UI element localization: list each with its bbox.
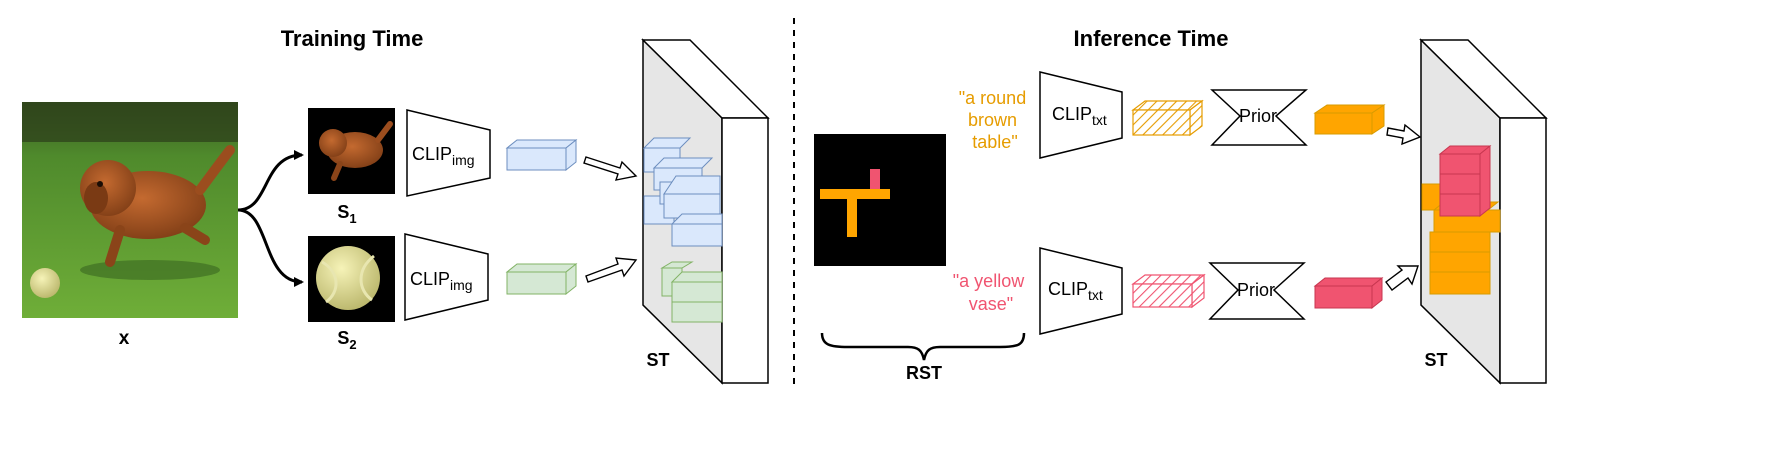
image-embedding-blue bbox=[505, 138, 578, 172]
image-embedding-green bbox=[505, 262, 578, 296]
image-embedding-orange bbox=[1313, 104, 1386, 135]
text-embedding-hatched-pink bbox=[1131, 273, 1206, 309]
inference-st-embedding-stack-pink bbox=[1438, 144, 1492, 218]
svg-text:CLIPtxt: CLIPtxt bbox=[1052, 104, 1107, 128]
hollow-arrow-to-st-2 bbox=[585, 257, 638, 283]
split-arrows bbox=[237, 150, 304, 287]
segment-s2-label: S2 bbox=[337, 328, 356, 352]
clip-txt-encoder-1: CLIPtxt bbox=[1039, 71, 1123, 159]
rst-label: RST bbox=[906, 363, 942, 383]
training-st-embedding-stack-green bbox=[660, 261, 723, 323]
input-label-x: x bbox=[119, 328, 130, 349]
prior-block-2: Prior bbox=[1208, 262, 1306, 320]
prompt-round-brown-table: "a round brown table" bbox=[959, 88, 1031, 152]
training-time-title: Training Time bbox=[281, 26, 424, 51]
hollow-arrow-to-st-1 bbox=[583, 156, 638, 181]
hollow-arrow-to-inference-st-1 bbox=[1386, 123, 1422, 146]
inference-st-label: ST bbox=[1424, 350, 1447, 370]
training-st-embedding-stack-blue bbox=[642, 137, 723, 247]
inference-time-title: Inference Time bbox=[1074, 26, 1229, 51]
rst-brace bbox=[820, 332, 1026, 361]
segment-s2-image bbox=[308, 236, 395, 322]
input-image-dog-photo bbox=[22, 102, 238, 318]
svg-text:Prior: Prior bbox=[1239, 106, 1277, 126]
segment-s1-image bbox=[308, 108, 395, 194]
training-st-label: ST bbox=[646, 350, 669, 370]
inference-st-block bbox=[1419, 38, 1548, 385]
svg-text:CLIPtxt: CLIPtxt bbox=[1048, 279, 1103, 303]
svg-text:Prior: Prior bbox=[1237, 280, 1275, 300]
text-embedding-hatched-orange bbox=[1131, 99, 1204, 137]
svg-text:CLIPimg: CLIPimg bbox=[410, 269, 473, 293]
rst-image bbox=[814, 134, 946, 266]
image-embedding-pink bbox=[1313, 276, 1384, 310]
svg-text:CLIPimg: CLIPimg bbox=[412, 144, 475, 168]
clip-img-encoder-1: CLIPimg bbox=[406, 109, 491, 197]
prompt-yellow-vase: "a yellow vase" bbox=[953, 271, 1029, 314]
hollow-arrow-to-inference-st-2 bbox=[1385, 265, 1419, 291]
segment-s1-label: S1 bbox=[337, 202, 356, 226]
clip-txt-encoder-2: CLIPtxt bbox=[1039, 247, 1123, 335]
prior-block-1: Prior bbox=[1210, 89, 1309, 146]
clip-img-encoder-2: CLIPimg bbox=[404, 233, 489, 321]
